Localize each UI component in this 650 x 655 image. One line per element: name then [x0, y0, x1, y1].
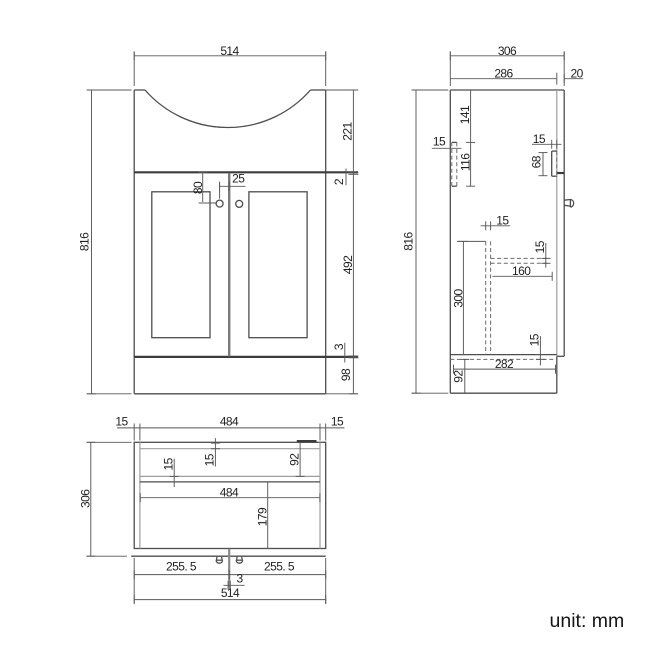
- svg-text:179: 179: [255, 507, 269, 526]
- svg-text:306: 306: [79, 489, 93, 508]
- svg-text:15: 15: [115, 414, 128, 428]
- svg-text:141: 141: [458, 105, 472, 124]
- svg-text:300: 300: [451, 288, 465, 307]
- svg-text:92: 92: [287, 453, 301, 466]
- svg-text:15: 15: [331, 414, 344, 428]
- svg-text:15: 15: [533, 240, 547, 253]
- svg-text:20: 20: [570, 66, 583, 80]
- svg-text:514: 514: [220, 44, 239, 58]
- svg-text:3: 3: [236, 571, 243, 585]
- svg-text:816: 816: [402, 232, 416, 251]
- svg-text:98: 98: [339, 368, 353, 381]
- svg-text:25: 25: [232, 171, 245, 185]
- svg-text:92: 92: [452, 370, 466, 383]
- svg-text:15: 15: [533, 132, 546, 146]
- svg-text:68: 68: [529, 155, 543, 168]
- svg-text:116: 116: [459, 153, 473, 171]
- svg-text:15: 15: [433, 134, 446, 148]
- svg-text:15: 15: [161, 457, 175, 470]
- svg-text:286: 286: [494, 66, 513, 80]
- svg-text:unit: mm: unit: mm: [550, 610, 625, 632]
- svg-text:2: 2: [332, 178, 346, 185]
- svg-text:15: 15: [496, 213, 509, 227]
- svg-text:221: 221: [341, 122, 355, 141]
- svg-text:282: 282: [495, 357, 514, 371]
- svg-text:484: 484: [220, 414, 239, 428]
- svg-text:816: 816: [77, 232, 91, 251]
- svg-text:255. 5: 255. 5: [166, 560, 197, 574]
- svg-text:160: 160: [512, 264, 531, 278]
- svg-text:15: 15: [202, 453, 216, 466]
- svg-text:15: 15: [527, 333, 541, 346]
- svg-text:514: 514: [221, 586, 240, 600]
- svg-text:3: 3: [332, 343, 346, 350]
- svg-text:484: 484: [220, 485, 239, 499]
- svg-text:80: 80: [191, 181, 205, 194]
- svg-text:306: 306: [498, 44, 517, 58]
- svg-text:255. 5: 255. 5: [264, 560, 295, 574]
- svg-text:492: 492: [341, 255, 355, 274]
